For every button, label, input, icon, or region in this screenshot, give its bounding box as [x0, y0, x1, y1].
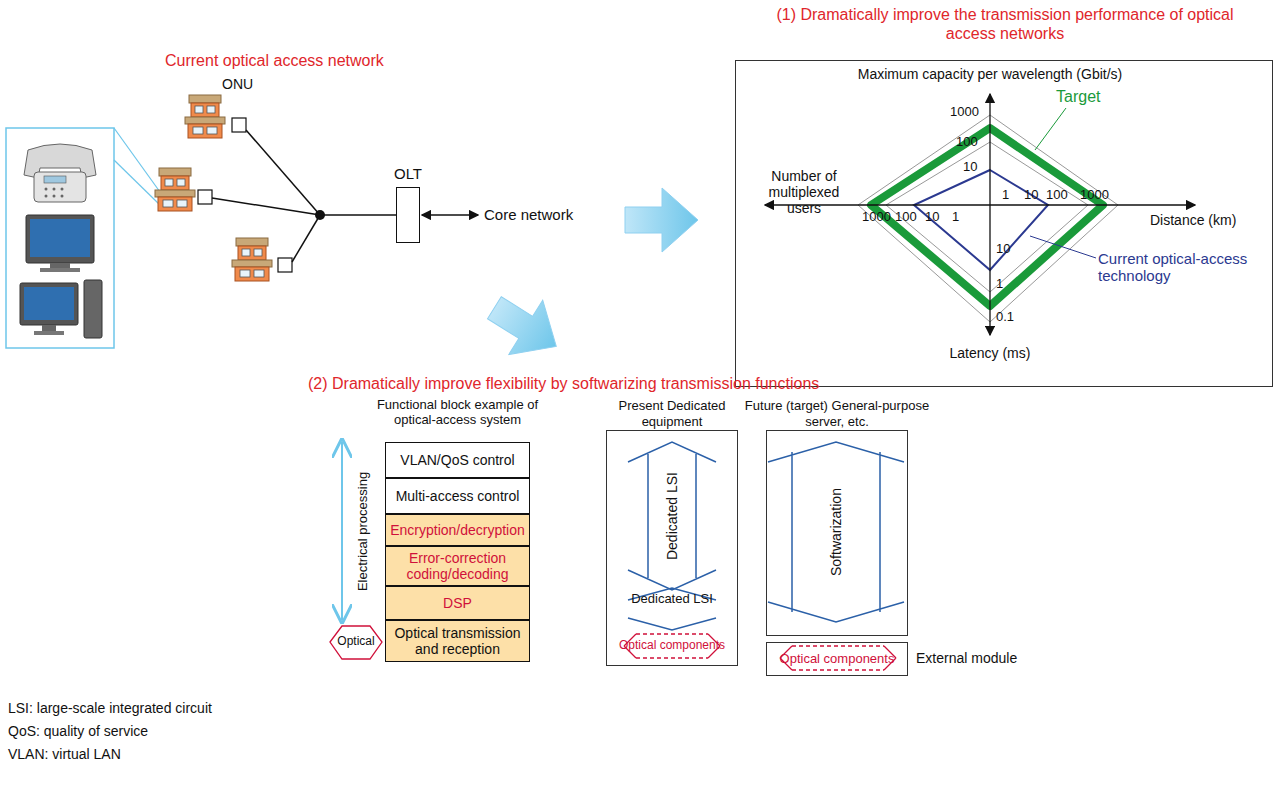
box-text: Optical components — [780, 652, 895, 667]
box-text: Multi-access control — [396, 488, 520, 504]
box-heading: OLT — [378, 165, 438, 183]
tick-label: 1000 — [950, 105, 979, 120]
abbreviation-note: VLAN: virtual LAN — [8, 746, 121, 762]
olt-box: OLT — [388, 165, 428, 243]
tick-label: 10 — [963, 160, 977, 175]
function-block: Optical transmission and reception — [385, 620, 530, 662]
function-block: Error-correction coding/decoding — [385, 546, 530, 586]
side-label: Electrical processing — [357, 471, 372, 590]
block-label: Dedicated LSI — [628, 592, 716, 607]
block-label: Optical components — [619, 639, 725, 653]
tick-label: 0.1 — [996, 310, 1014, 325]
device-label: ONU — [222, 76, 253, 92]
abbreviation-note: LSI: large-scale integrated circuit — [8, 700, 212, 716]
axis-title: Latency (ms) — [950, 345, 1031, 361]
box-heading: Present Dedicated equipment — [600, 398, 744, 429]
axis-title: Maximum capacity per wavelength (Gbit/s) — [858, 66, 1123, 82]
column-heading: Functional block example of optical-acce… — [365, 398, 550, 428]
section-title: (2) Dramatically improve flexibility by … — [308, 375, 819, 393]
function-block: DSP — [385, 586, 530, 620]
tick-label: 100 — [1046, 188, 1068, 203]
section-title: Current optical access network — [165, 52, 384, 70]
external-box: Optical components — [766, 642, 908, 676]
box-frame — [396, 187, 420, 243]
tick-label: 1 — [1002, 188, 1009, 203]
tick-label: 1000 — [1080, 188, 1109, 203]
block-label: Softwarization — [828, 488, 844, 576]
axis-title: Number of multiplexed users — [756, 168, 852, 216]
box-heading: (1) Dramatically improve the transmissio… — [755, 5, 1255, 43]
tick-label: 1000 — [862, 210, 891, 225]
box-text: Optical transmission and reception — [390, 625, 525, 657]
box-text: Error-correction coding/decoding — [390, 550, 525, 582]
tick-label: 100 — [956, 135, 978, 150]
block-label: Dedicated LSI — [664, 472, 680, 560]
module-label: External module — [916, 650, 1017, 666]
tick-label: 10 — [925, 210, 939, 225]
network-label: Core network — [484, 206, 573, 223]
box-text: DSP — [443, 595, 472, 611]
tick-label: 100 — [895, 210, 917, 225]
box-text: Encryption/decryption — [390, 522, 525, 538]
tick-label: 1 — [952, 210, 959, 225]
side-label: Optical — [337, 635, 374, 649]
tick-label: 1 — [996, 277, 1003, 292]
series-label: Target — [1056, 88, 1100, 106]
series-label: Current optical-access technology — [1098, 250, 1268, 285]
axis-title: Distance (km) — [1150, 212, 1236, 228]
box-heading: Future (target) General-purpose server, … — [736, 398, 938, 429]
function-block: Multi-access control — [385, 478, 530, 514]
tick-label: 10 — [1024, 188, 1038, 203]
box-text: VLAN/QoS control — [400, 452, 514, 468]
function-block: VLAN/QoS control — [385, 442, 530, 478]
tick-label: 10 — [996, 242, 1010, 257]
function-block: Encryption/decryption — [385, 514, 530, 546]
abbreviation-note: QoS: quality of service — [8, 723, 148, 739]
